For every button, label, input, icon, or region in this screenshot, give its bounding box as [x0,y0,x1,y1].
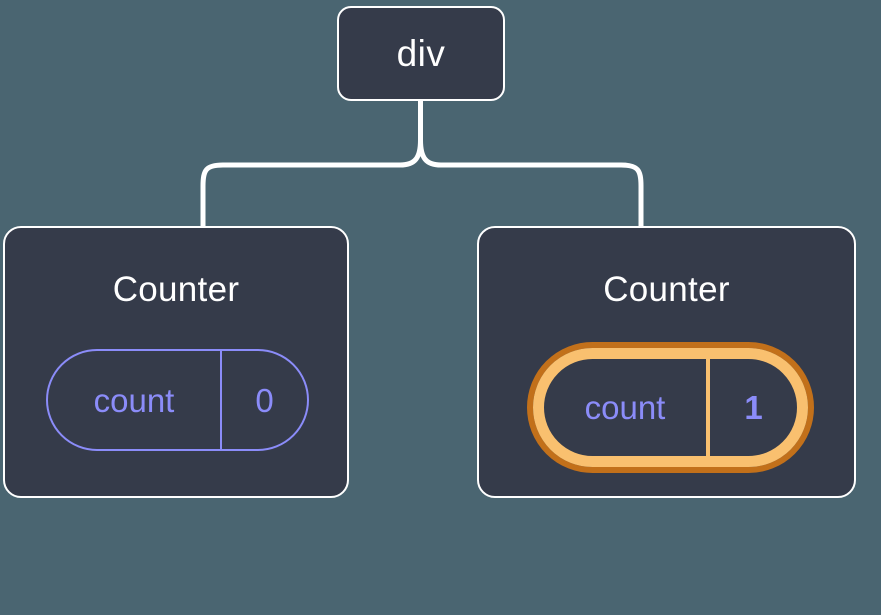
state-key-cell-right: count [544,359,710,456]
card-title-right: Counter [603,270,730,309]
state-pill-right[interactable]: count 1 [527,342,814,473]
state-key-label-right: count [584,389,666,426]
state-value-cell-right: 1 [710,359,797,456]
node-root-div[interactable]: div [337,6,505,101]
node-root-label: div [396,33,446,74]
node-counter-right[interactable]: Counter count 1 [477,226,856,498]
connector-branch-left [200,139,423,226]
state-pill-left[interactable]: count 0 [46,349,309,451]
state-key-label-left: count [93,381,175,419]
node-counter-left[interactable]: Counter count 0 [3,226,349,498]
state-pill-right-body: count 1 [533,348,808,467]
connector-branch-right [418,139,644,226]
card-title-left: Counter [112,270,240,309]
state-value-label-left: 0 [255,381,274,419]
state-value-label-right: 1 [744,389,763,426]
state-value-cell-left: 0 [222,351,307,449]
diagram-canvas: div Counter count 0 Counter count 1 [3,6,856,498]
state-pill-highlight-ring [527,342,814,473]
state-key-cell-left: count [48,351,222,449]
